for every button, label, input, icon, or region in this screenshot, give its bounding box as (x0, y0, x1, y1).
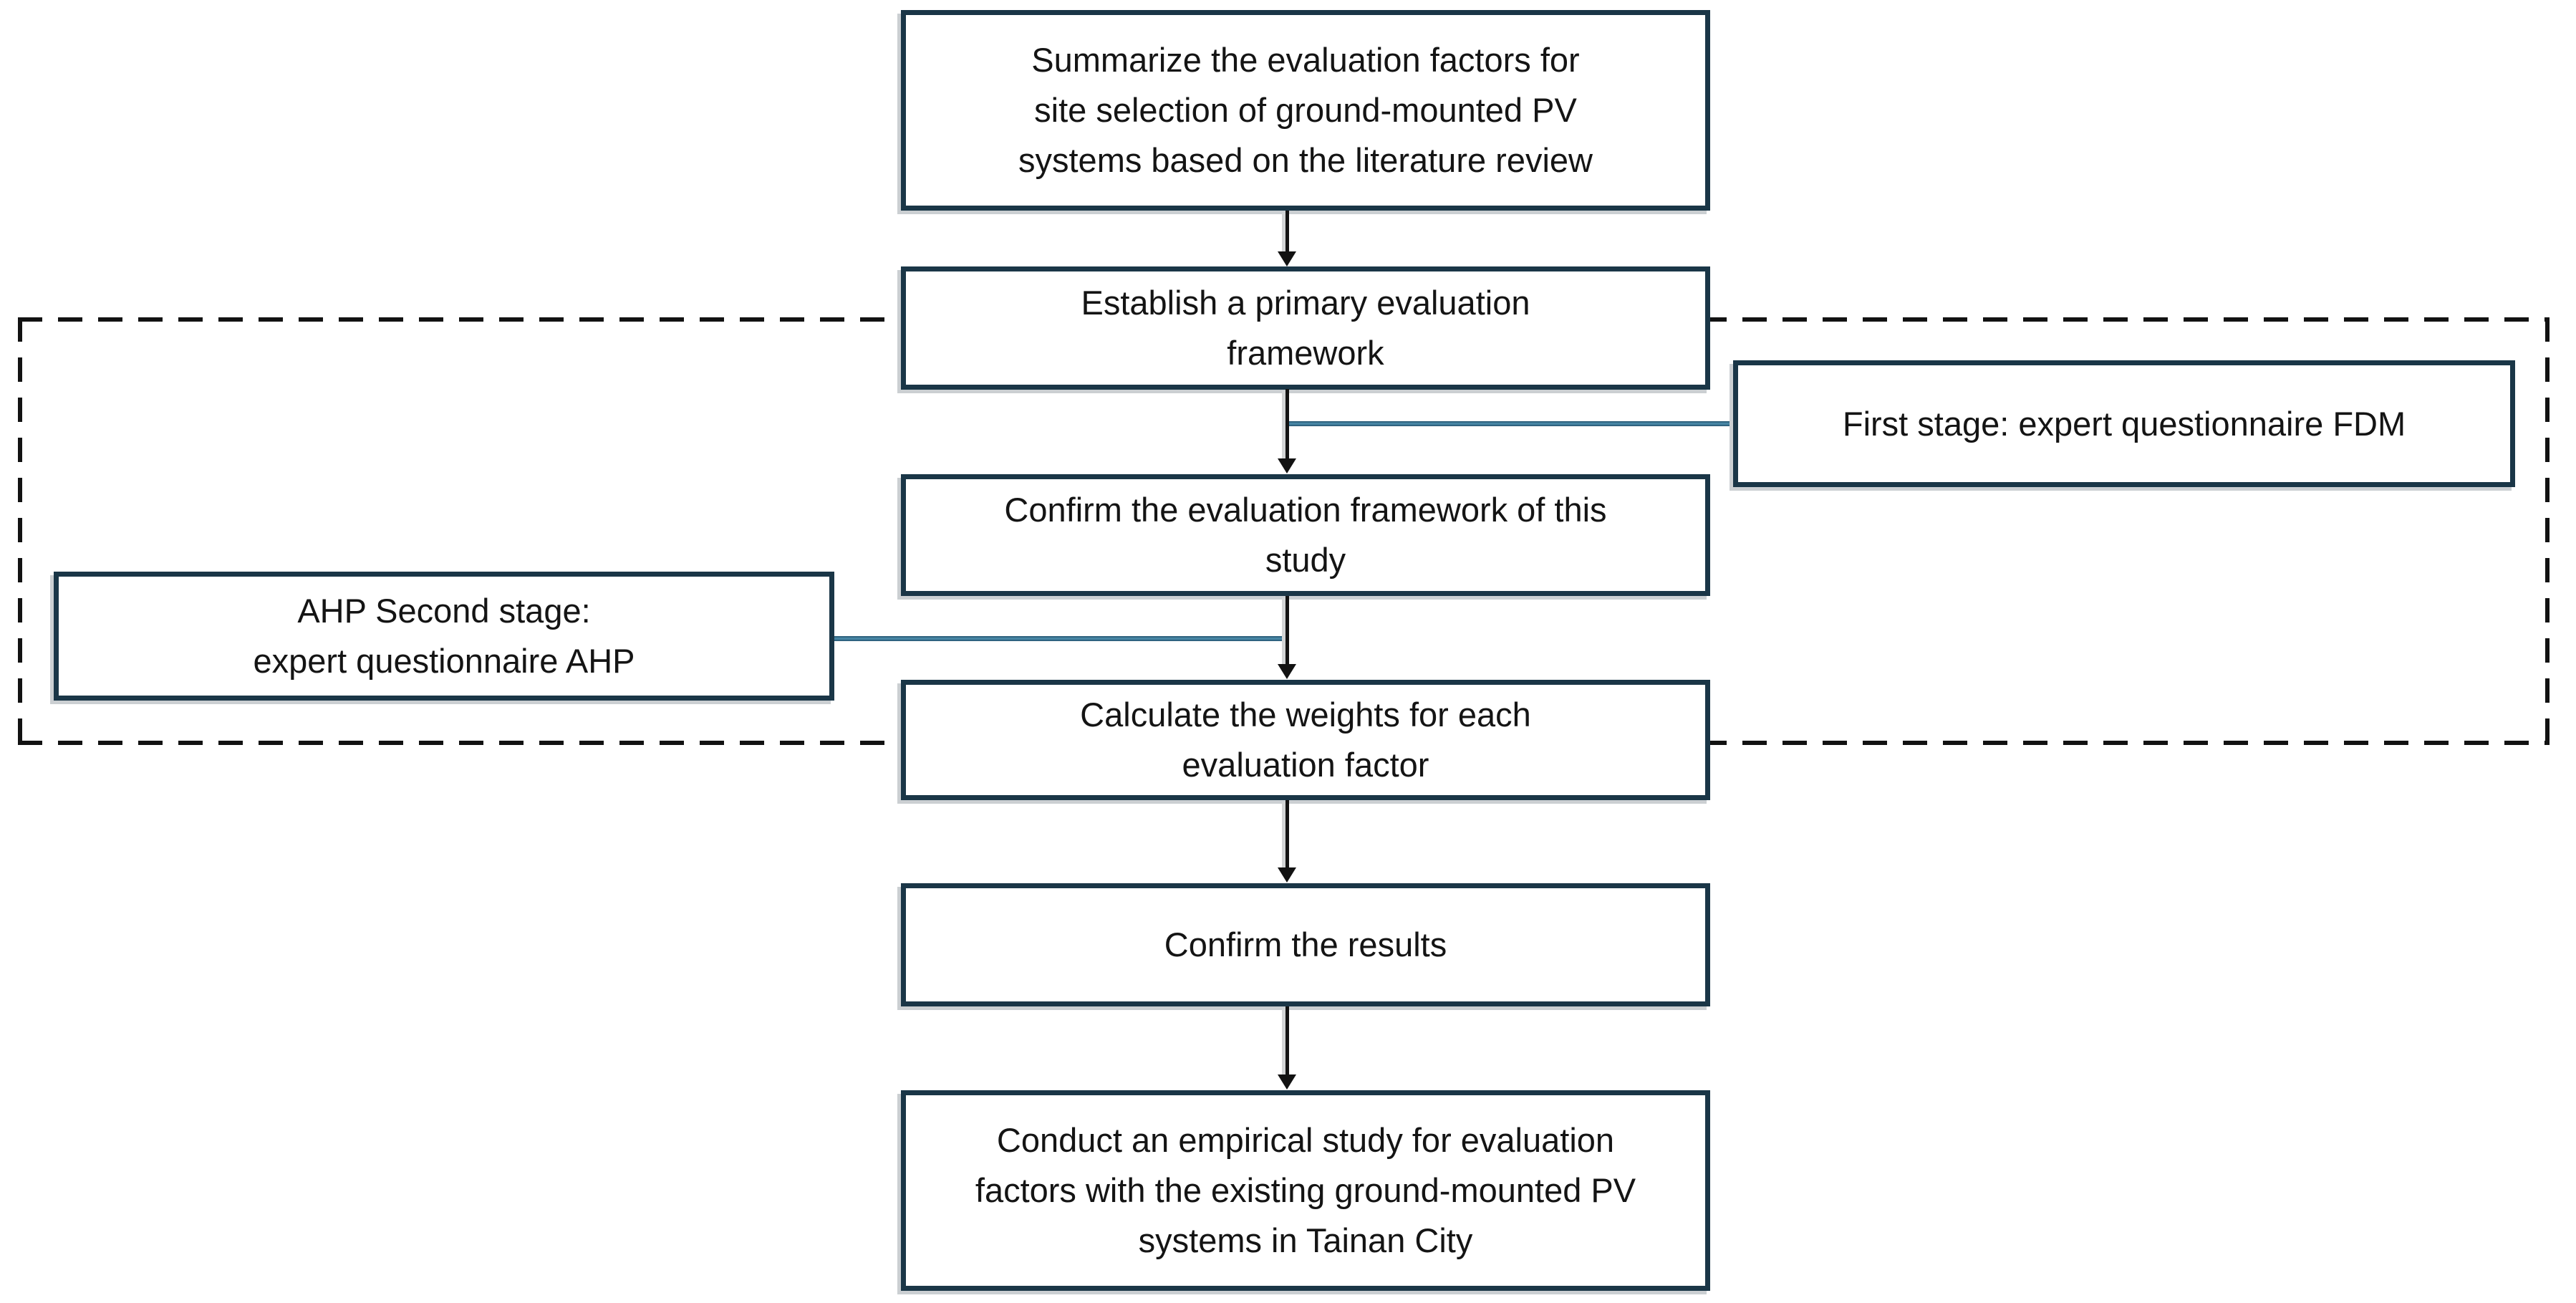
node-summarize: Summarize the evaluation factors for sit… (901, 10, 1710, 211)
node-confirm-results: Confirm the results (901, 883, 1710, 1006)
dashed-region-border-right (2545, 317, 2550, 745)
node-empirical-study-label: Conduct an empirical study for evaluatio… (975, 1121, 1636, 1259)
connector-line-ahp (834, 636, 1287, 641)
node-first-stage-fdm-label: First stage: expert questionnaire FDM (1842, 404, 2406, 443)
node-confirm-framework: Confirm the evaluation framework of this… (901, 474, 1710, 596)
node-second-stage-ahp-label: AHP Second stage: expert questionnaire A… (253, 592, 635, 680)
connector-line-fdm (1287, 421, 1733, 426)
node-summarize-label: Summarize the evaluation factors for sit… (1018, 41, 1593, 179)
node-confirm-results-label: Confirm the results (1164, 925, 1447, 963)
node-calculate-weights: Calculate the weights for each evaluatio… (901, 680, 1710, 800)
flow-arrow-confirm-results-to-empirical (1278, 1006, 1296, 1090)
dashed-region-border-left (18, 317, 22, 745)
node-empirical-study: Conduct an empirical study for evaluatio… (901, 1090, 1710, 1291)
flow-arrow-confirm-framework-to-calculate (1278, 596, 1296, 679)
flow-arrow-summarize-to-establish (1278, 211, 1296, 266)
flow-arrow-calculate-to-confirm-results (1278, 800, 1296, 883)
flow-arrow-establish-to-confirm-framework (1278, 389, 1296, 473)
node-calculate-weights-label: Calculate the weights for each evaluatio… (1080, 696, 1531, 784)
node-establish-framework: Establish a primary evaluation framework (901, 266, 1710, 390)
node-confirm-framework-label: Confirm the evaluation framework of this… (1004, 491, 1607, 579)
node-establish-framework-label: Establish a primary evaluation framework (1081, 284, 1530, 372)
node-first-stage-fdm: First stage: expert questionnaire FDM (1733, 360, 2515, 487)
node-second-stage-ahp: AHP Second stage: expert questionnaire A… (54, 572, 834, 701)
